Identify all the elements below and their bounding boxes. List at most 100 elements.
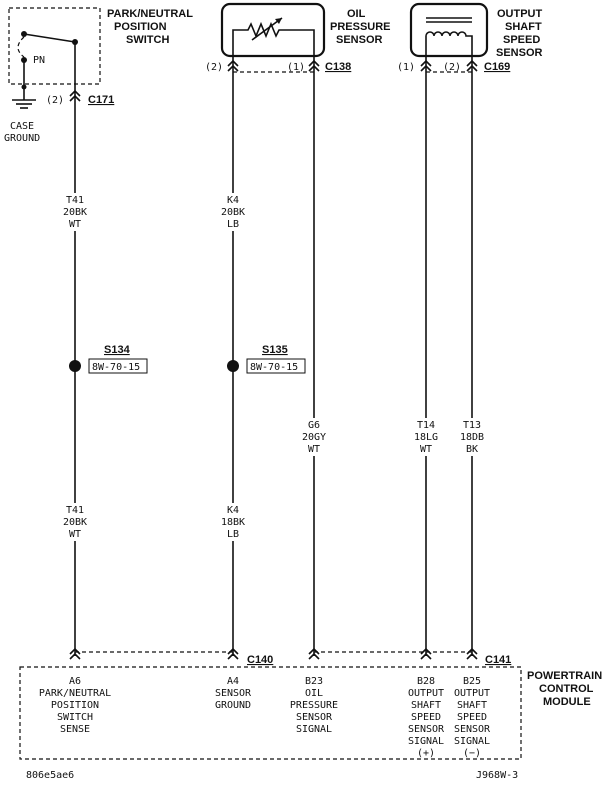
svg-text:20GY: 20GY xyxy=(302,432,326,443)
svg-text:T41: T41 xyxy=(66,505,84,516)
s135-label: S135 xyxy=(262,344,288,356)
svg-text:T14: T14 xyxy=(417,420,435,431)
c141-chevron-icon xyxy=(466,647,478,660)
switch-title-1: PARK/NEUTRAL xyxy=(107,8,193,20)
switch-housing xyxy=(8,7,101,85)
footer-right-id: J968W-3 xyxy=(476,770,518,781)
svg-text:18LG: 18LG xyxy=(414,432,438,443)
c171-pin: (2) xyxy=(46,95,64,106)
connector-c141: C141 xyxy=(308,647,511,666)
svg-text:POSITION: POSITION xyxy=(51,700,99,711)
svg-text:SWITCH: SWITCH xyxy=(57,712,93,723)
c169-pin-left: (1) xyxy=(397,62,415,73)
svg-text:WT: WT xyxy=(69,219,81,230)
svg-text:(+): (+) xyxy=(417,748,435,759)
svg-text:18BK: 18BK xyxy=(221,517,245,528)
svg-text:WT: WT xyxy=(308,444,320,455)
oil-sensor-housing xyxy=(220,2,326,58)
s134-label: S134 xyxy=(104,344,131,356)
svg-text:GROUND: GROUND xyxy=(215,700,251,711)
oil-sensor-title-2: PRESSURE xyxy=(330,21,391,33)
case-ground-label-1: CASE xyxy=(10,121,34,132)
c138-pin-left: (2) xyxy=(205,62,223,73)
wire-label-t14: T14 18LG WT xyxy=(409,418,443,456)
c141-label: C141 xyxy=(485,654,511,666)
switch-arm xyxy=(23,33,76,43)
svg-text:B25: B25 xyxy=(463,676,481,687)
svg-text:A6: A6 xyxy=(69,676,81,687)
svg-text:PRESSURE: PRESSURE xyxy=(290,700,338,711)
oil-sensor-title-3: SENSOR xyxy=(336,34,383,46)
pcm-pin-b23: B23 OIL PRESSURE SENSOR SIGNAL xyxy=(290,676,338,735)
svg-text:B28: B28 xyxy=(417,676,435,687)
output-shaft-speed-sensor: OUTPUT SHAFT SPEED SENSOR xyxy=(409,2,543,59)
c171-label: C171 xyxy=(88,94,114,106)
svg-text:SENSOR: SENSOR xyxy=(296,712,333,723)
svg-text:SIGNAL: SIGNAL xyxy=(296,724,332,735)
connector-c169: (1) (2) C169 xyxy=(397,59,510,73)
svg-text:20BK: 20BK xyxy=(63,207,87,218)
svg-text:A4: A4 xyxy=(227,676,239,687)
svg-text:T41: T41 xyxy=(66,195,84,206)
s134-ref: 8W-70-15 xyxy=(92,362,140,373)
pcm-title-3: MODULE xyxy=(543,696,591,708)
ground-icon xyxy=(12,99,36,109)
svg-text:SENSOR: SENSOR xyxy=(408,724,445,735)
s135-ref: 8W-70-15 xyxy=(250,362,298,373)
svg-text:(−): (−) xyxy=(463,748,481,759)
wire-label-k4-upper: K4 20BK LB xyxy=(216,193,250,231)
svg-text:T13: T13 xyxy=(463,420,481,431)
svg-text:BK: BK xyxy=(466,444,478,455)
connector-c140: C140 xyxy=(69,647,273,666)
svg-text:B23: B23 xyxy=(305,676,323,687)
svg-text:SENSOR: SENSOR xyxy=(454,724,491,735)
splice-dot-icon xyxy=(69,360,81,372)
svg-text:SENSE: SENSE xyxy=(60,724,90,735)
switch-travel-arc xyxy=(17,36,25,58)
switch-pivot xyxy=(72,39,78,45)
pcm-pin-a6: A6 PARK/NEUTRAL POSITION SWITCH SENSE xyxy=(39,676,111,735)
switch-pn-label: PN xyxy=(33,55,45,66)
svg-text:K4: K4 xyxy=(227,505,239,516)
svg-text:SPEED: SPEED xyxy=(411,712,441,723)
variable-resistor-icon xyxy=(232,17,315,50)
svg-text:SPEED: SPEED xyxy=(457,712,487,723)
park-neutral-switch: PN CASE GROUND PARK/NEUTRAL POSITION SWI… xyxy=(4,7,193,144)
svg-text:G6: G6 xyxy=(308,420,320,431)
svg-text:WT: WT xyxy=(69,529,81,540)
pcm-pin-b28: B28 OUTPUT SHAFT SPEED SENSOR SIGNAL (+) xyxy=(408,676,445,759)
svg-text:WT: WT xyxy=(420,444,432,455)
svg-text:OUTPUT: OUTPUT xyxy=(408,688,444,699)
c138-label: C138 xyxy=(325,61,351,73)
splice-s134: S134 8W-70-15 xyxy=(69,344,148,374)
pcm-pin-b25: B25 OUTPUT SHAFT SPEED SENSOR SIGNAL (−) xyxy=(454,676,491,759)
wire-label-t41-lower: T41 20BK WT xyxy=(58,503,92,541)
svg-text:18DB: 18DB xyxy=(460,432,484,443)
oil-sensor-title-1: OIL xyxy=(347,8,366,20)
svg-text:20BK: 20BK xyxy=(221,207,245,218)
svg-text:LB: LB xyxy=(227,529,239,540)
wire-label-k4-lower: K4 18BK LB xyxy=(216,503,250,541)
svg-text:SIGNAL: SIGNAL xyxy=(454,736,490,747)
pcm-title-2: CONTROL xyxy=(539,683,594,695)
wire-label-t13: T13 18DB BK xyxy=(455,418,489,456)
svg-text:SIGNAL: SIGNAL xyxy=(408,736,444,747)
switch-title-2: POSITION xyxy=(114,21,167,33)
svg-text:PARK/NEUTRAL: PARK/NEUTRAL xyxy=(39,688,111,699)
pcm-housing xyxy=(19,666,522,760)
speed-sensor-title-2: SHAFT xyxy=(505,21,542,33)
speed-sensor-title-3: SPEED xyxy=(503,34,540,46)
c169-pin-right: (2) xyxy=(443,62,461,73)
c138-pin-right: (1) xyxy=(287,62,305,73)
connector-c138: (2) (1) C138 xyxy=(205,59,351,73)
splice-s135: S135 8W-70-15 xyxy=(227,344,306,374)
pcm-title-1: POWERTRAIN xyxy=(527,670,602,682)
svg-text:SENSOR: SENSOR xyxy=(215,688,252,699)
case-ground-label-2: GROUND xyxy=(4,133,40,144)
speed-sensor-housing xyxy=(409,2,489,58)
c140-chevron-icon xyxy=(69,647,81,660)
svg-text:OIL: OIL xyxy=(305,688,323,699)
wire-label-g6: G6 20GY WT xyxy=(297,418,331,456)
